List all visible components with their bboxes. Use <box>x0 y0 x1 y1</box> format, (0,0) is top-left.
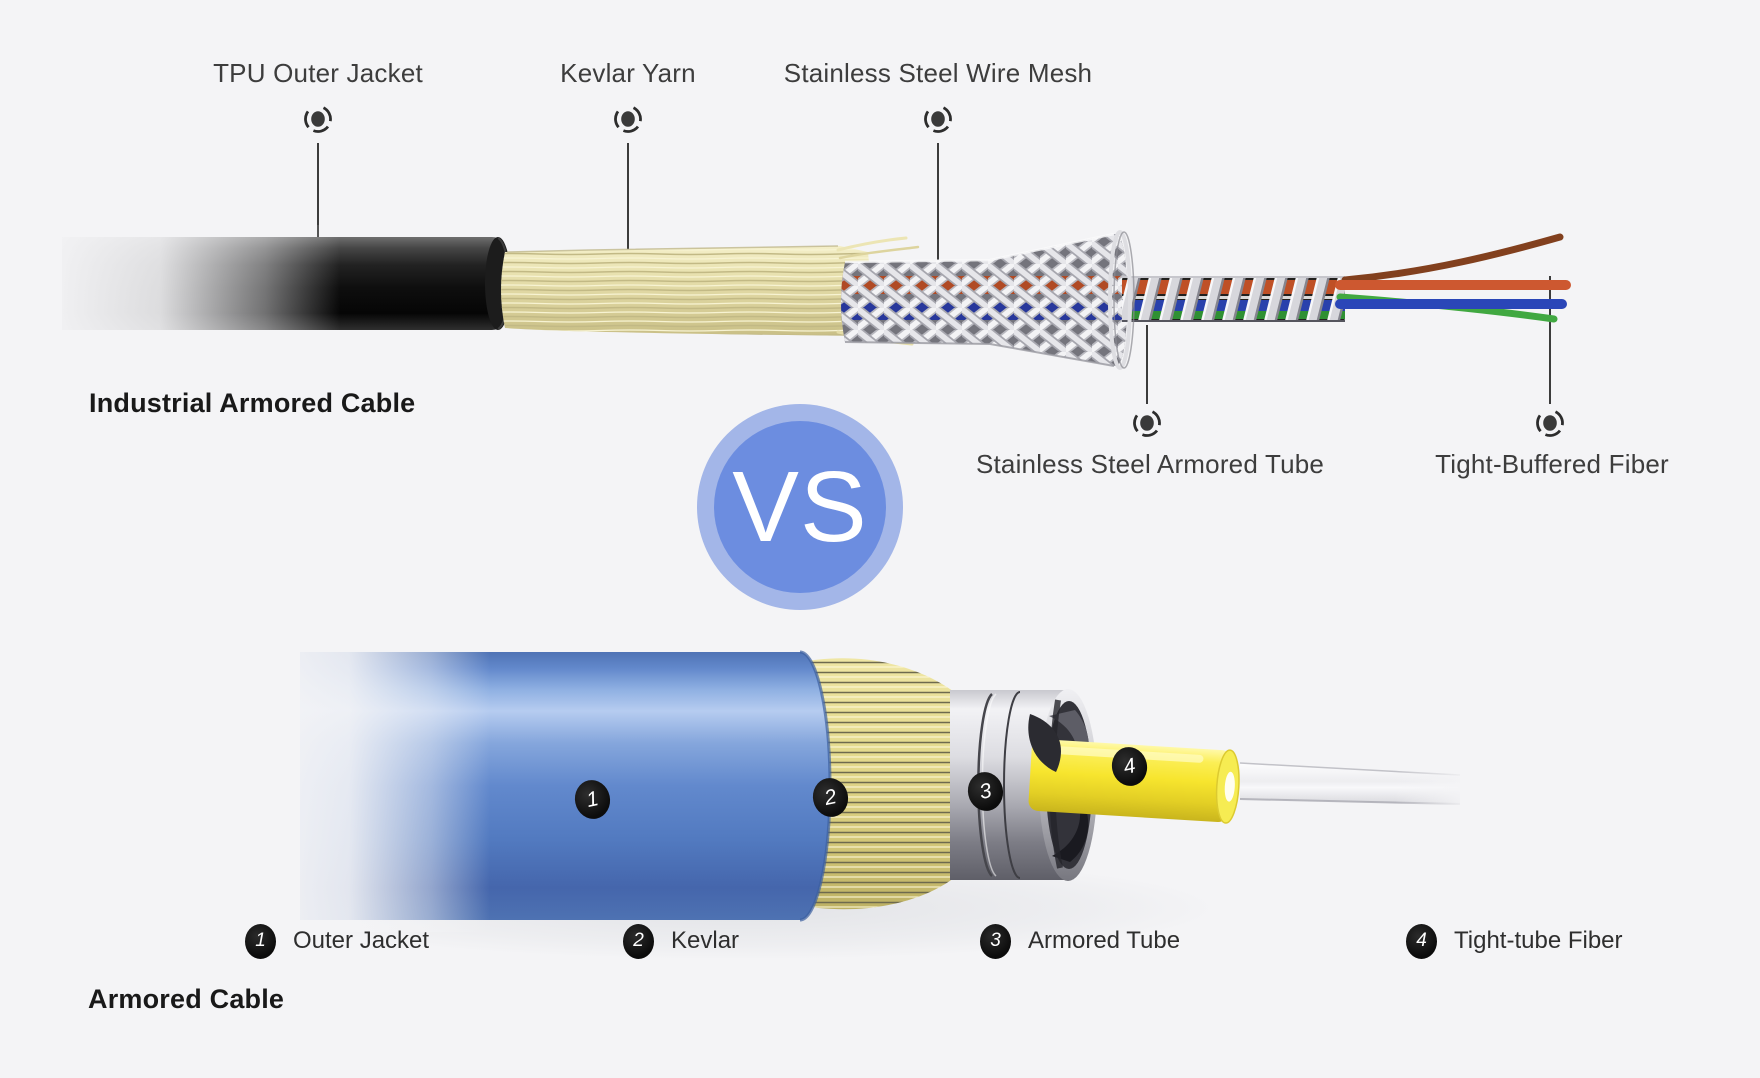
marker-number: 1 <box>584 786 601 812</box>
legend-item-armored-tube: 3 Armored Tube <box>980 922 1180 960</box>
callout-label: Stainless Steel Wire Mesh <box>783 58 1093 88</box>
callout-label: Tight-Buffered Fiber <box>1435 449 1669 479</box>
jacket-fade <box>40 225 340 345</box>
industrial-cable-title: Industrial Armored Cable <box>89 388 416 418</box>
legend-item-tight-tube-fiber: 4 Tight-tube Fiber <box>1406 922 1623 960</box>
kevlar-yarn-part <box>501 236 925 346</box>
callout-pointer-icon <box>919 100 957 138</box>
callout-label: Kevlar Yarn <box>560 58 696 88</box>
legend-item-outer-jacket: 1 Outer Jacket <box>245 922 429 960</box>
wire-mesh-part <box>841 232 1127 367</box>
callout-pointer-icon <box>609 100 647 138</box>
callout-pointer-icon <box>1531 404 1569 442</box>
callout-tpu-outer-jacket: TPU Outer Jacket <box>213 58 423 89</box>
vs-label: VS <box>732 451 868 563</box>
blue-jacket-fade <box>255 640 490 932</box>
legend-item-kevlar: 2 Kevlar <box>623 922 739 960</box>
legend-label: Armored Tube <box>1028 927 1181 954</box>
callout-pointer-icon <box>1128 404 1166 442</box>
armored-cable-title: Armored Cable <box>88 984 285 1014</box>
marker-number: 4 <box>1121 753 1138 779</box>
marker-number: 3 <box>977 778 994 804</box>
callout-label: Stainless Steel Armored Tube <box>975 449 1325 479</box>
cavity-blade-overlay <box>1028 714 1061 772</box>
legend-number-badge: 1 <box>245 923 276 959</box>
legend-label: Outer Jacket <box>293 927 430 954</box>
callout-wire-mesh: Stainless Steel Wire Mesh <box>784 58 1092 89</box>
callout-armored-tube: Stainless Steel Armored Tube <box>976 449 1324 480</box>
legend-number-badge: 2 <box>623 923 654 959</box>
fiber-wires-part <box>1335 233 1571 323</box>
legend-label: Tight-tube Fiber <box>1454 927 1623 954</box>
callout-pointer-icon <box>299 100 337 138</box>
vs-badge: VS <box>697 404 903 610</box>
legend-label: Kevlar <box>671 927 740 954</box>
fiber-fade <box>1395 750 1470 815</box>
marker-number: 2 <box>822 784 839 810</box>
legend-number-badge: 4 <box>1406 923 1437 959</box>
armored-cable-illustration <box>255 640 1470 960</box>
vs-badge-inner: VS <box>714 421 886 593</box>
callout-label: TPU Outer Jacket <box>213 58 423 88</box>
armored-tube-part <box>1108 230 1345 370</box>
industrial-cable-illustration <box>40 143 1571 404</box>
callout-kevlar-yarn: Kevlar Yarn <box>560 58 696 89</box>
callout-tight-buffered-fiber: Tight-Buffered Fiber <box>1435 449 1669 480</box>
legend-number-badge: 3 <box>980 923 1011 959</box>
